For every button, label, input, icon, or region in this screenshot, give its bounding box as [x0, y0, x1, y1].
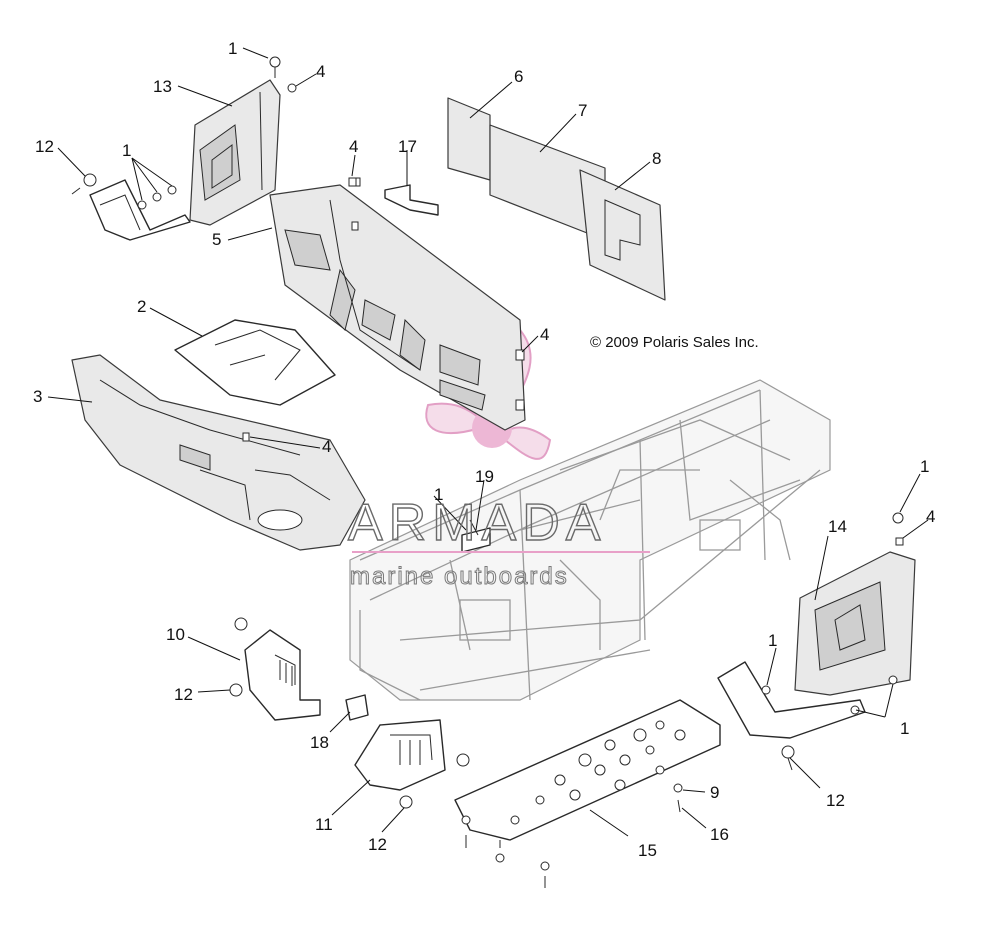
callout-4: 4 — [349, 137, 358, 156]
callout-14: 14 — [828, 517, 847, 536]
watermark-title: ARMADA — [348, 494, 606, 552]
callout-17: 17 — [398, 137, 417, 156]
callout-12: 12 — [368, 835, 387, 854]
part-6-pad — [447, 97, 491, 181]
callout-8: 8 — [652, 149, 661, 168]
callout-4: 4 — [316, 62, 325, 81]
part-18-clip — [345, 694, 369, 721]
callout-12: 12 — [35, 137, 54, 156]
callout-11: 11 — [315, 815, 333, 834]
callout-1: 1 — [228, 39, 237, 58]
part-11-closeout — [354, 719, 446, 791]
part-13-left-side-panel — [189, 79, 281, 226]
part-2-console-cover — [174, 319, 336, 406]
callout-2: 2 — [137, 297, 146, 316]
callout-10: 10 — [166, 625, 185, 644]
part-19-bracket — [461, 519, 491, 553]
fasteners — [71, 56, 904, 888]
callout-16: 16 — [710, 825, 729, 844]
leader-lines — [47, 47, 929, 837]
callout-1: 1 — [768, 631, 777, 650]
callout-4: 4 — [926, 507, 935, 526]
watermark-subtitle: marine outboards — [350, 563, 569, 590]
callout-18: 18 — [310, 733, 329, 752]
callout-4: 4 — [322, 437, 331, 456]
copyright-notice: © 2009 Polaris Sales Inc. — [590, 334, 759, 351]
callout-3: 3 — [33, 387, 42, 406]
callout-4: 4 — [540, 325, 549, 344]
part-10-closeout — [244, 629, 321, 721]
callout-1: 1 — [900, 719, 909, 738]
part-8-pad — [579, 169, 666, 301]
part-5-bulkhead-panel — [269, 177, 526, 431]
callout-6: 6 — [514, 67, 523, 86]
part-3-floor-tub — [71, 354, 366, 551]
vehicle-frame — [349, 379, 831, 701]
left-rocker-panel — [89, 179, 191, 241]
callout-numbers: 1 4 13 12 1 4 17 6 7 8 5 2 4 3 4 1 19 1 … — [33, 39, 935, 860]
callout-12: 12 — [174, 685, 193, 704]
callout-1: 1 — [122, 141, 131, 160]
callout-12: 12 — [826, 791, 845, 810]
callout-19: 19 — [475, 467, 494, 486]
callout-15: 15 — [638, 841, 657, 860]
callout-1: 1 — [434, 485, 443, 504]
callout-5: 5 — [212, 230, 221, 249]
watermark: ARMADA marine outboards — [347, 493, 650, 591]
callout-9: 9 — [710, 783, 719, 802]
right-rocker-panel — [717, 661, 866, 739]
part-17-bracket — [384, 184, 439, 216]
part-15-floor-plate — [454, 699, 721, 841]
callout-13: 13 — [153, 77, 172, 96]
callout-7: 7 — [578, 101, 587, 120]
part-14-right-side-panel — [794, 551, 916, 696]
callout-1: 1 — [920, 457, 929, 476]
